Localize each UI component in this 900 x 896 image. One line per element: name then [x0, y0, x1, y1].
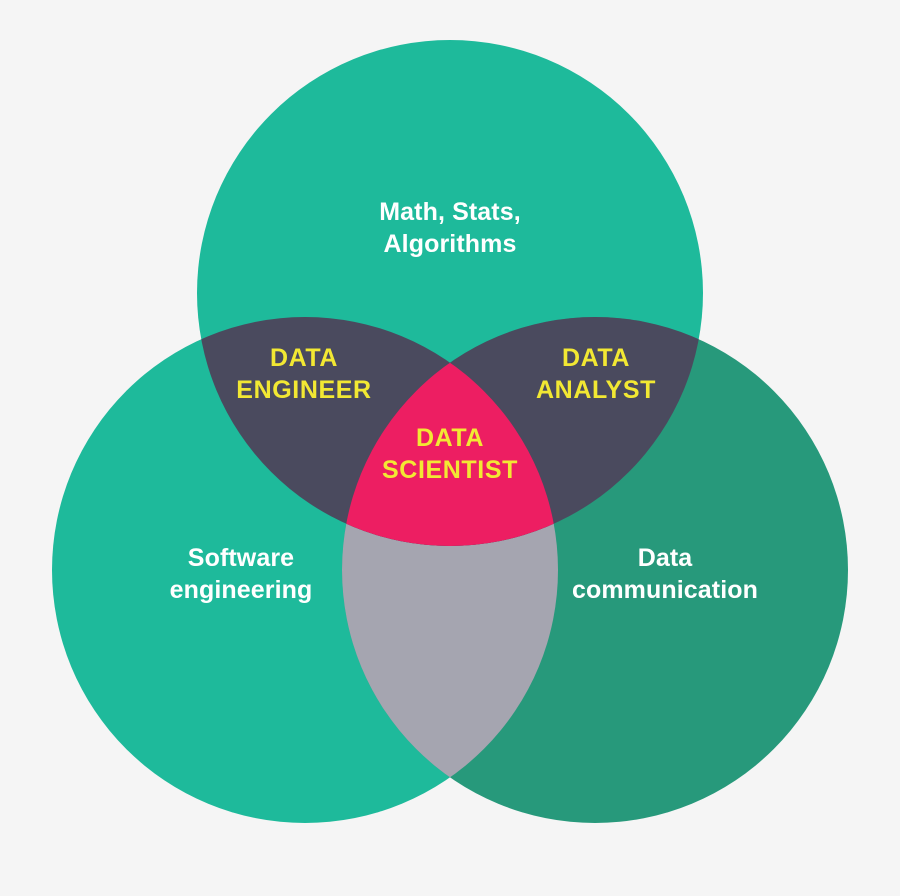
- overlap-all-three: [342, 317, 558, 546]
